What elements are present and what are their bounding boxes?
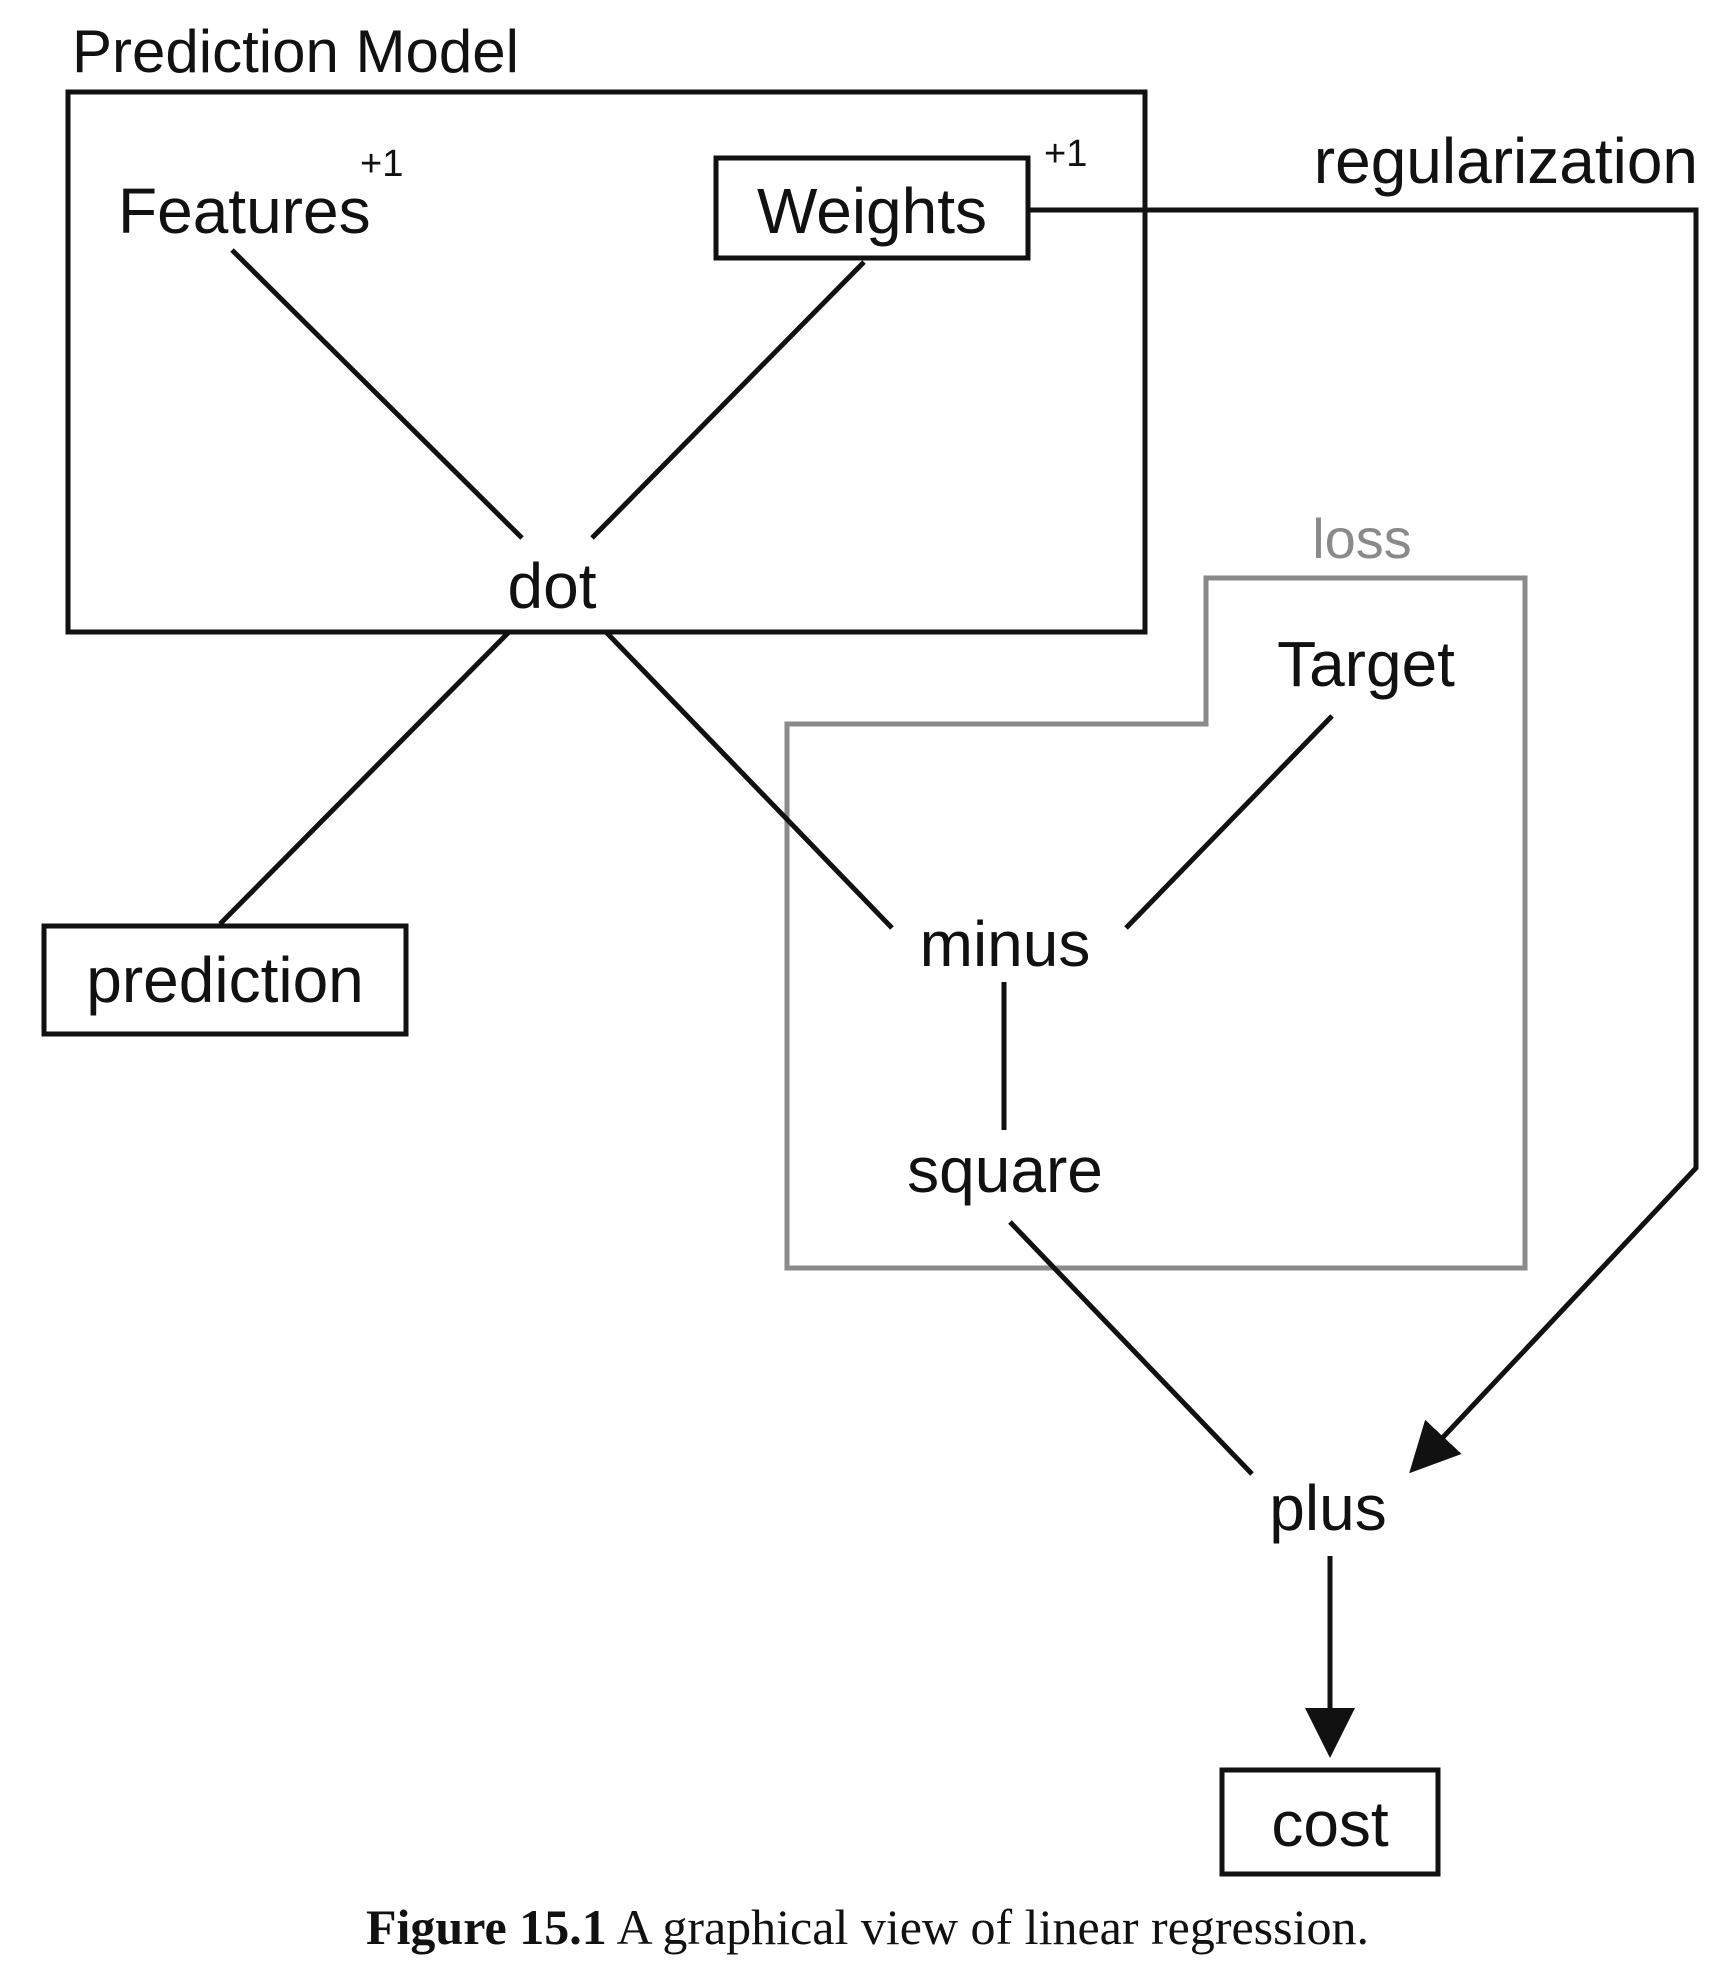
edge-weights-plus-regularization <box>1028 207 1699 1474</box>
regularization-label: regularization <box>1314 125 1698 197</box>
prediction-box <box>41 923 409 1037</box>
minus-node: minus <box>920 908 1091 980</box>
square-node: square <box>907 1134 1103 1206</box>
edge-weights-dot <box>590 260 866 540</box>
edge-dot-prediction <box>218 630 511 926</box>
weights-label: Weights <box>757 175 987 247</box>
prediction-label: prediction <box>86 944 364 1016</box>
edge-dot-minus <box>604 630 894 930</box>
prediction-node: prediction <box>41 923 409 1037</box>
features-node: Features +1 <box>118 143 403 247</box>
target-node: Target <box>1277 628 1455 700</box>
edge-features-dot <box>230 248 524 540</box>
features-label: Features <box>118 175 371 247</box>
loss-label: loss <box>1312 507 1412 570</box>
cost-label: cost <box>1271 1788 1389 1860</box>
figure-caption: Figure 15.1 A graphical view of linear r… <box>0 1898 1735 1956</box>
weights-box <box>713 155 1031 261</box>
weights-plus-one: +1 <box>1044 133 1087 175</box>
linear-regression-graph: Prediction Model loss Features +1 Weight… <box>41 18 1699 1877</box>
cost-box <box>1219 1767 1441 1877</box>
weights-node: Weights +1 <box>713 133 1087 261</box>
figure-number: Figure 15.1 <box>366 1899 607 1955</box>
prediction-model-title: Prediction Model <box>72 18 519 85</box>
loss-box <box>784 575 1528 1271</box>
figure-caption-text: A graphical view of linear regression. <box>606 1899 1369 1955</box>
edge-target-minus <box>1124 714 1334 930</box>
plus-node: plus <box>1269 1472 1386 1544</box>
cost-node: cost <box>1219 1767 1441 1877</box>
features-plus-one: +1 <box>360 143 403 185</box>
edge-square-plus <box>1008 1220 1254 1476</box>
dot-node: dot <box>508 550 597 622</box>
